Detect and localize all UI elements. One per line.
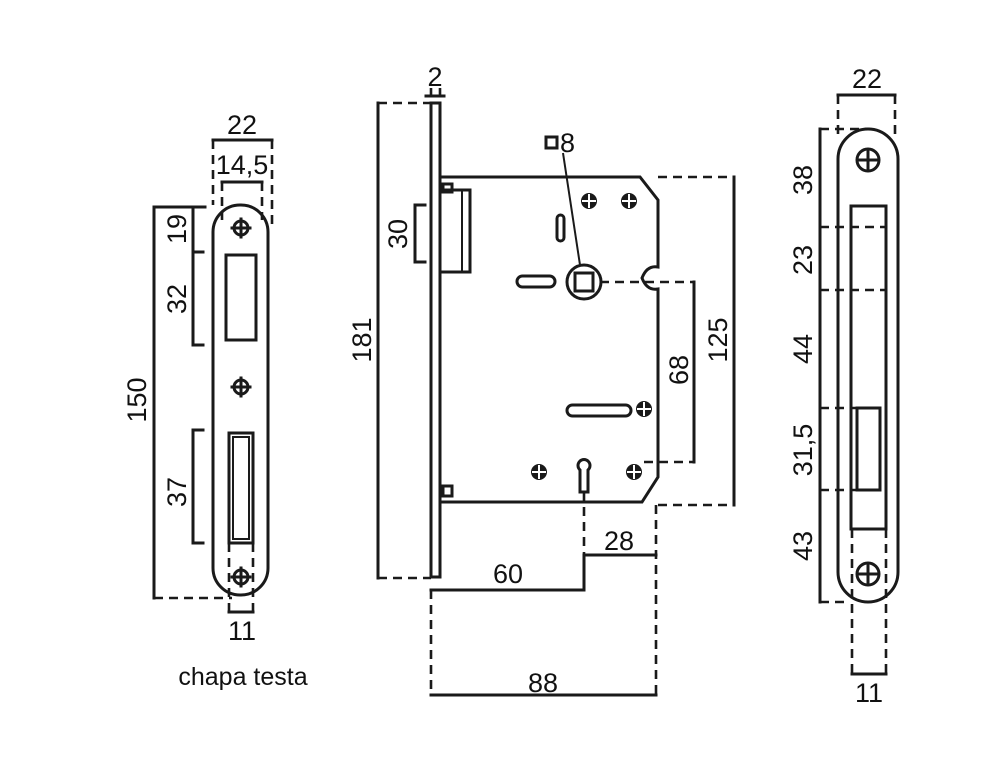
lock-body-view: 2 8 30 181 68 125 60 28 88 [347,62,736,698]
dim-faceplate-31-5: 31,5 [788,424,818,477]
dim-strike-bottom-width: 11 [228,616,256,646]
screw-icon [230,566,252,588]
dim-faceplate-23: 23 [788,245,818,275]
dim-distance: 68 [664,355,694,385]
lock-case-outline [438,175,660,504]
dim-faceplate-38: 38 [788,165,818,195]
dim-strike-32: 32 [162,284,192,314]
dim-lock-height: 181 [347,317,377,362]
strike-plate-view: 22 14,5 150 19 32 37 11 chapa testa [122,110,308,691]
dim-strike-width: 22 [227,110,257,140]
strike-plate-lower-slot-inner [232,436,250,540]
screw-icon [855,561,881,587]
dim-faceplate-43: 43 [788,531,818,561]
strike-plate-caption: chapa testa [178,663,307,691]
dim-backset: 60 [493,559,523,589]
strike-plate-outline [211,203,270,597]
dim-plate-thickness: 2 [427,62,442,92]
dim-strike-height: 150 [122,377,152,422]
dim-faceplate-44: 44 [788,334,818,364]
case-slot [515,274,557,289]
rivet-cross [532,194,651,479]
strike-plate-upper-slot [224,253,258,342]
keyhole-icon [576,458,592,494]
case-slot [565,403,633,418]
dim-faceplate-width: 22 [852,64,882,94]
case-slot [555,213,566,243]
screw-icon [855,147,881,173]
lock-face-plate [429,101,442,579]
dim-latch: 30 [383,219,413,249]
rivet-icon [531,193,652,480]
dim-depth: 88 [528,668,558,698]
faceplate-outline [836,127,900,604]
spindle-hub [565,263,603,301]
screw-icon [230,376,252,398]
faceplate-inner [849,204,888,531]
screw-icon [230,217,252,239]
dim-strike-inner-width: 14,5 [216,150,269,180]
strike-plate-lower-slot [227,431,255,545]
faceplate-view: 22 38 23 44 31,5 43 11 [788,64,900,708]
spindle-square-icon [544,135,559,150]
dim-body: 125 [703,317,733,362]
dim-strike-19: 19 [162,214,192,244]
dim-center: 28 [604,526,634,556]
dim-strike-37: 37 [162,477,192,507]
latch-bolt [438,188,472,274]
dim-spindle: 8 [560,128,575,158]
dim-faceplate-bottom-width: 11 [855,678,883,708]
faceplate-bolt-slot [855,406,882,492]
